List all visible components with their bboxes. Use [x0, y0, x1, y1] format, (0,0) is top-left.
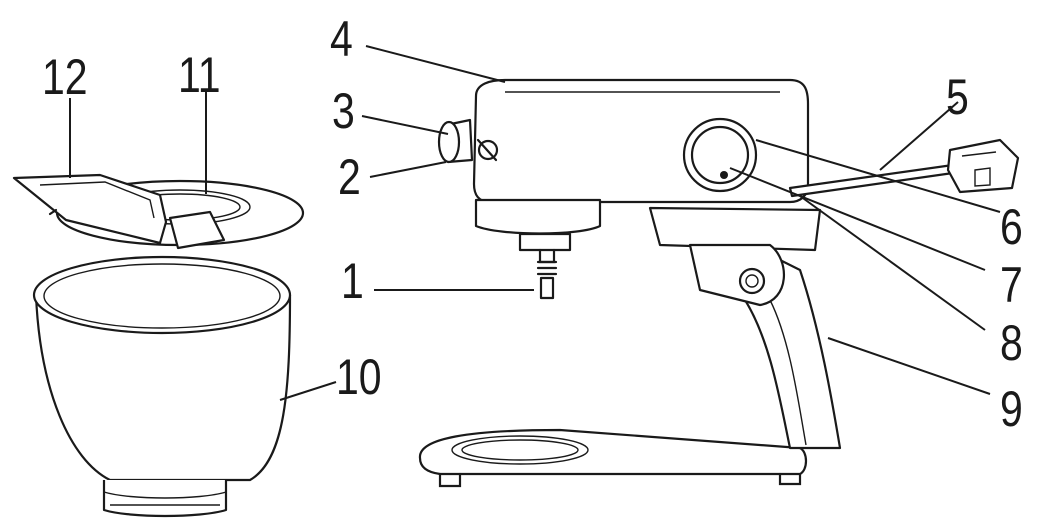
label-7: 7: [1000, 257, 1023, 313]
label-5: 5: [946, 69, 969, 125]
label-8: 8: [1000, 315, 1023, 371]
leader-line-9: [827, 337, 991, 395]
label-6: 6: [1000, 199, 1023, 255]
power-cord: [788, 138, 1020, 198]
leader-line-4: [365, 45, 506, 83]
label-11: 11: [178, 47, 221, 103]
leader-line-8: [799, 195, 986, 331]
leader-line-10: [279, 381, 337, 401]
head-lock-dial: [682, 117, 758, 193]
mixing-bowl: [32, 255, 292, 518]
label-4: 4: [330, 11, 353, 67]
leader-line-2: [369, 161, 447, 178]
beater-shaft: [536, 248, 558, 300]
label-2: 2: [338, 149, 361, 205]
splash-guard: [12, 173, 305, 250]
leader-line-3: [361, 115, 449, 135]
leader-line-7: [729, 167, 986, 271]
label-12: 12: [42, 49, 88, 105]
leader-line-6: [755, 139, 1001, 213]
label-1: 1: [341, 253, 364, 309]
speed-knob: [437, 118, 499, 164]
label-9: 9: [1000, 381, 1023, 437]
label-3: 3: [332, 83, 355, 139]
label-10: 10: [336, 349, 382, 405]
stand-base: [418, 206, 842, 488]
leader-line-5: [879, 101, 959, 171]
